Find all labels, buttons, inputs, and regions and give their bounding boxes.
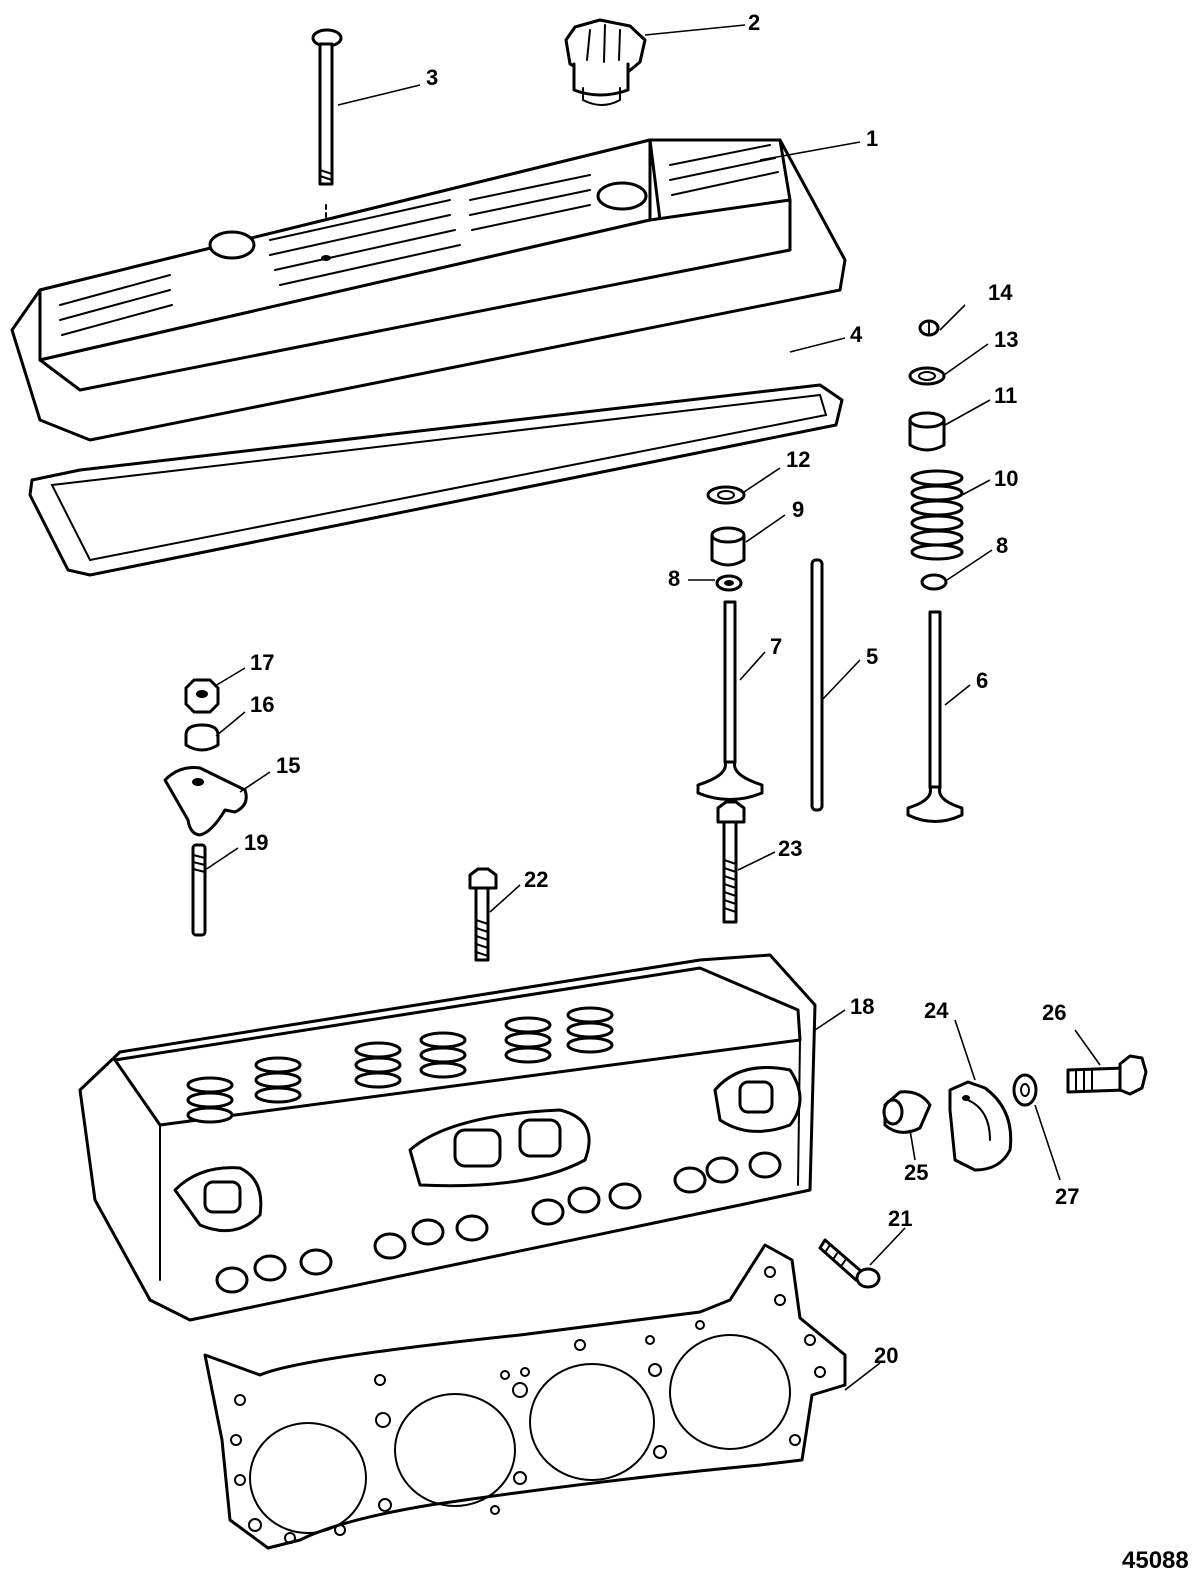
callout-labels: 2 3 1 4 14 13 11 10 8 6 12 9 8 7 5 17 16… [244,10,1079,1368]
callout-22: 22 [524,867,548,892]
cylinder-head [78,953,817,1322]
callout-11: 11 [994,383,1017,408]
exhaust-valve [906,610,964,823]
callout-7: 7 [770,634,782,659]
rocker-arm [163,766,248,837]
valve-cover-bolt [311,28,343,241]
valve-spring [910,469,964,561]
gasket-bores [249,1334,791,1534]
callout-25: 25 [904,1160,928,1185]
mounting-bracket [948,1080,1013,1172]
cylinder-head-bolt-short [468,867,498,962]
head-valve-springs [186,1006,614,1124]
washer [1012,1073,1038,1107]
bracket-bolt [1066,1054,1148,1096]
callout-9: 9 [792,497,804,522]
figure-number: 45088 [1122,1547,1189,1574]
head-bolt-holes [215,1151,782,1294]
bracket-spacer [882,1090,932,1134]
callout-23: 23 [778,836,802,861]
callout-6: 6 [976,668,988,693]
valve-cover-gasket [28,383,844,577]
callout-8-left: 8 [668,566,680,591]
mounting-screw [818,1238,881,1289]
callout-15: 15 [276,753,300,778]
valve-keepers [918,319,940,337]
valve-seal-right [920,573,948,591]
callout-27: 27 [1055,1184,1079,1209]
callout-20: 20 [874,1343,898,1368]
callout-21: 21 [888,1206,912,1231]
callout-16: 16 [250,692,274,717]
cover-fins [59,144,779,336]
cylinder-head-bolt-long [716,800,746,924]
gasket-holes [230,1266,826,1544]
callout-8-right: 8 [996,533,1008,558]
intake-valve [696,600,764,801]
callout-1: 1 [866,126,878,151]
callout-4: 4 [850,322,863,347]
cylinder-head-gasket [203,1243,847,1550]
rocker-arm-ball [184,723,220,752]
callout-24: 24 [924,998,949,1023]
callout-3: 3 [426,65,438,90]
callout-12: 12 [786,447,810,472]
callout-14: 14 [988,280,1013,305]
callout-17: 17 [250,650,274,675]
valve-cap-left [706,485,746,505]
callout-19: 19 [244,830,268,855]
push-rod [810,558,824,812]
oil-filler-cap [564,18,647,106]
callout-13: 13 [994,327,1018,352]
rocker-arm-stud [191,843,207,937]
leader-lines [204,24,1101,1391]
valve-spring-shield [710,526,746,567]
intake-ports [173,1066,802,1233]
rocker-arm-nut [184,678,220,714]
valve-spring-cap [908,411,946,452]
callout-2: 2 [748,10,760,35]
callout-5: 5 [866,644,878,669]
callout-18: 18 [850,994,874,1019]
callout-10: 10 [994,466,1018,491]
callout-26: 26 [1042,1000,1066,1025]
valve-cover [10,138,847,442]
valve-seal-left [715,574,743,592]
valve-rotator [908,366,946,386]
